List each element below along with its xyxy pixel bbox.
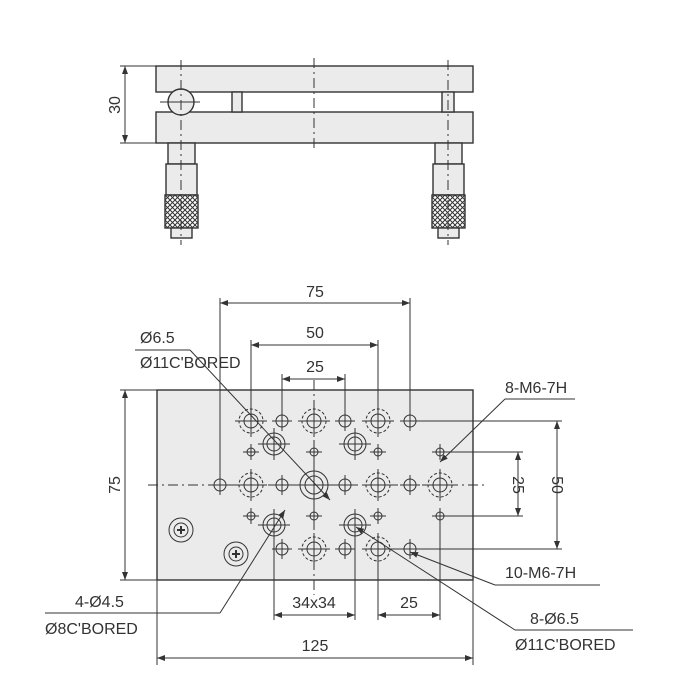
callout-4-holes-cbore: Ø8C'BORED [45, 621, 138, 638]
small-hole [243, 444, 259, 460]
dim-25-right: 25 [509, 476, 526, 494]
plain-hole [335, 475, 355, 495]
top-view: 75 50 25 75 50 25 34x34 25 125 [45, 284, 633, 665]
mounting-screw-icon [223, 541, 249, 567]
callout-8-holes: 8-Ø6.5 [530, 611, 579, 628]
callout-8-m6: 8-M6-7H [505, 380, 567, 397]
dim-34x34: 34x34 [292, 595, 336, 612]
dim-25-bottom: 25 [400, 595, 418, 612]
small-hole [243, 508, 259, 524]
dim-50-top: 50 [306, 325, 324, 342]
cbore-hole [339, 428, 371, 460]
small-hole [306, 508, 322, 524]
cbore-hole [258, 428, 290, 460]
tap-hole [235, 469, 267, 501]
dim-75-left: 75 [107, 476, 124, 494]
small-hole [370, 508, 386, 524]
tap-hole [362, 469, 394, 501]
dim-50-right: 50 [548, 476, 565, 494]
callout-4-holes: 4-Ø4.5 [75, 594, 124, 611]
dim-75-top: 75 [306, 284, 324, 301]
micrometer-right [431, 142, 466, 239]
callout-10-m6: 10-M6-7H [505, 565, 576, 582]
small-hole [370, 444, 386, 460]
plain-hole [400, 475, 420, 495]
mounting-screw-icon [168, 517, 194, 543]
tap-hole [298, 533, 330, 565]
center-hole [298, 469, 330, 501]
small-hole [306, 444, 322, 460]
tap-hole [298, 405, 330, 437]
dim-height-30: 30 [107, 96, 124, 114]
guide-post [231, 91, 243, 113]
dim-25-top: 25 [306, 359, 324, 376]
side-view: 30 [107, 58, 474, 245]
callout-8-holes-cbore: Ø11C'BORED [515, 637, 616, 654]
dim-125: 125 [302, 638, 329, 655]
plain-hole [272, 475, 292, 495]
plain-hole [335, 539, 355, 559]
plain-hole [272, 539, 292, 559]
tap-hole [424, 469, 456, 501]
callout-center-hole-cbore: Ø11C'BORED [140, 355, 241, 372]
callout-center-hole: Ø6.5 [140, 330, 175, 347]
